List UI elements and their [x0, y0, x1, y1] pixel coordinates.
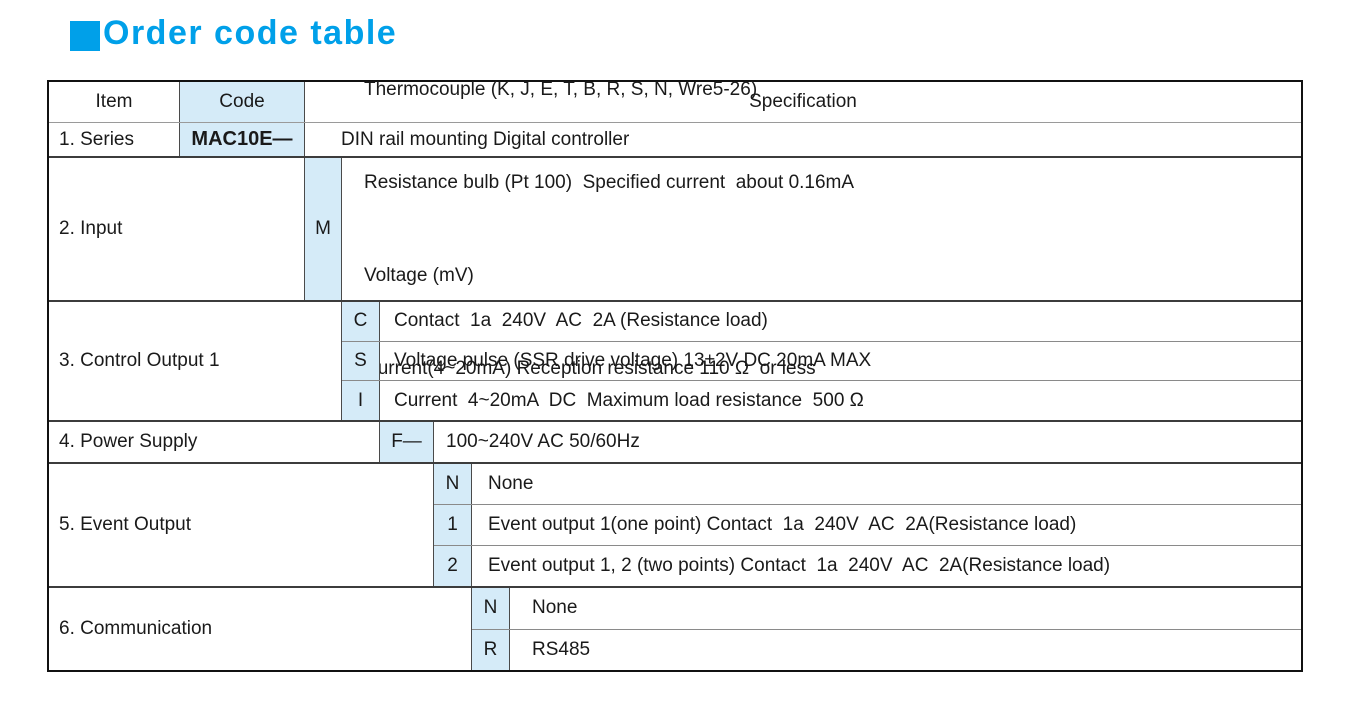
table-row-communication: 6. Communication N None R RS485: [49, 586, 1301, 670]
table-row: C Contact 1a 240V AC 2A (Resistance load…: [342, 302, 1301, 341]
table-row: N None: [472, 588, 1301, 629]
table-row: I Current 4~20mA DC Maximum load resista…: [342, 380, 1301, 421]
code-control-i: I: [342, 381, 380, 421]
header-item: Item: [49, 82, 180, 122]
spec-control-c: Contact 1a 240V AC 2A (Resistance load): [394, 310, 768, 332]
item-control-output: 3. Control Output 1: [49, 302, 342, 420]
table-row: 1 Event output 1(one point) Contact 1a 2…: [434, 504, 1301, 545]
code-event-1: 1: [434, 505, 472, 545]
title-bullet-icon: [70, 20, 100, 51]
table-row: 2 Event output 1, 2 (two points) Contact…: [434, 545, 1301, 586]
communication-subrows: N None R RS485: [472, 588, 1301, 670]
table-row-event-output: 5. Event Output N None 1 Event output 1(…: [49, 462, 1301, 586]
table-row-input: 2. Input M Thermocouple (K, J, E, T, B, …: [49, 79, 1301, 379]
code-series: MAC10E—: [180, 123, 305, 156]
spec-event-1: Event output 1(one point) Contact 1a 240…: [488, 514, 1077, 535]
table-row: S Voltage pulse (SSR drive voltage) 13±2…: [342, 340, 1301, 381]
spec-event-n: None: [488, 473, 534, 494]
table-header-row: Item Code Specification: [49, 82, 1301, 122]
spec-input-lines: Thermocouple (K, J, E, T, B, R, S, N, Wr…: [364, 12, 854, 446]
control-output-subrows: C Contact 1a 240V AC 2A (Resistance load…: [342, 302, 1301, 421]
header-code: Code: [180, 82, 305, 122]
table-row: N None: [434, 464, 1301, 504]
item-power-supply: 4. Power Supply: [49, 422, 380, 462]
event-output-subrows: N None 1 Event output 1(one point) Conta…: [434, 464, 1301, 586]
code-event-2: 2: [434, 546, 472, 586]
spec-comm-r: RS485: [532, 638, 591, 660]
code-event-n: N: [434, 464, 472, 504]
code-control-s: S: [342, 341, 380, 381]
order-code-table: Item Code Specification 1. Series MAC10E…: [47, 79, 1303, 672]
page-title: Order code table: [70, 14, 397, 53]
spec-input-line-thermocouple: Thermocouple (K, J, E, T, B, R, S, N, Wr…: [364, 79, 758, 100]
spec-power-supply: 100~240V AC 50/60Hz: [446, 431, 640, 452]
table-row-control-output: 3. Control Output 1 C Contact 1a 240V AC…: [49, 300, 1301, 421]
code-input: M: [305, 158, 342, 300]
page-title-text: Order code table: [103, 14, 398, 52]
spec-input-line-resistance-bulb: Resistance bulb (Pt 100) Specified curre…: [364, 172, 855, 193]
spec-event-2: Event output 1, 2 (two points) Contact 1…: [488, 555, 1111, 576]
code-comm-r: R: [472, 629, 510, 670]
spec-input-line-current: Current(4~20mA) Reception resistance 110…: [364, 358, 816, 379]
table-row: R RS485: [472, 628, 1301, 670]
item-series: 1. Series: [49, 123, 180, 156]
code-comm-n: N: [472, 588, 510, 629]
spec-input: Thermocouple (K, J, E, T, B, R, S, N, Wr…: [342, 79, 1301, 379]
spec-series: DIN rail mounting Digital controller: [341, 128, 630, 150]
header-specification: Specification: [749, 91, 857, 112]
item-communication: 6. Communication: [49, 588, 472, 670]
spec-comm-n: None: [532, 597, 578, 619]
code-control-c: C: [342, 302, 380, 341]
item-input: 2. Input: [49, 158, 305, 300]
spec-control-i: Current 4~20mA DC Maximum load resistanc…: [394, 389, 864, 411]
item-event-output: 5. Event Output: [49, 464, 434, 586]
code-power-supply: F—: [380, 422, 434, 462]
spec-control-s: Voltage pulse (SSR drive voltage) 13±2V …: [394, 350, 872, 371]
table-row-power-supply: 4. Power Supply F— 100~240V AC 50/60Hz: [49, 420, 1301, 462]
table-row-series: 1. Series MAC10E— DIN rail mounting Digi…: [49, 122, 1301, 156]
spec-input-line-voltage: Voltage (mV): [364, 265, 474, 286]
